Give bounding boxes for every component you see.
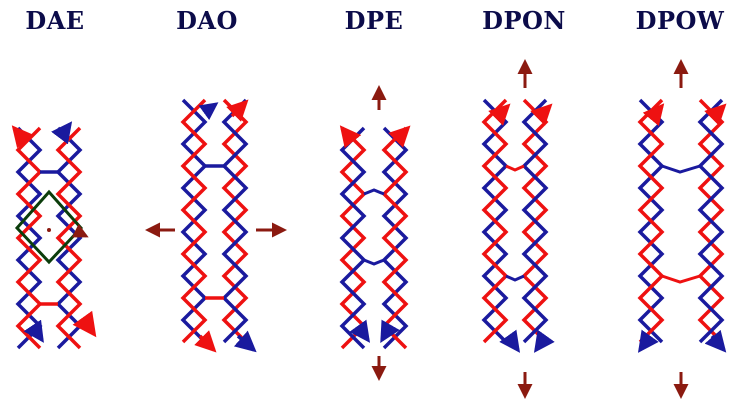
dao-arrow-bottom-mid (194, 330, 217, 353)
dao-arrow-top-right (226, 99, 249, 122)
dae-arrow-top-mid (51, 121, 73, 145)
dpow-arrow-bottom-right (704, 329, 727, 353)
panel-dpon (481, 59, 555, 399)
dpow-right-blue-strand (697, 98, 725, 344)
dpe-arrow-bottom-left (349, 319, 371, 343)
dpe-arrow-bottom-right (380, 319, 400, 344)
panel-label-dpe: DPE (344, 6, 404, 35)
dpe-crossover-bottom (363, 258, 385, 266)
panel-label-dpon: DPON (482, 6, 566, 35)
dao-left-red-strand (180, 98, 208, 344)
dae-left-red-strand (15, 126, 43, 350)
dae-right-blue-strand (55, 126, 83, 350)
panel-dpow (637, 59, 727, 399)
dae-right-red-strand (55, 126, 83, 350)
dpow-crossover-top (661, 164, 701, 174)
panel-label-dae: DAE (25, 6, 85, 35)
dae-diamond-arrow (71, 223, 89, 238)
dae-diamond (14, 189, 84, 265)
panel-label-dpow: DPOW (635, 6, 725, 35)
dpow-crossover-bottom (661, 274, 701, 284)
dao-arrow-top-left (198, 102, 219, 121)
panel-dae (11, 121, 97, 350)
dpe-crossover-top (363, 188, 385, 196)
dpow-arrow-top-right (704, 103, 727, 126)
dae-arrow-bottom-left (23, 319, 44, 343)
dao-right-blue-strand (221, 98, 249, 344)
dpon-arrow-top-left (488, 103, 511, 126)
dpon-arrow-bottom-right (533, 329, 555, 353)
dae-arrow-top-left (11, 125, 34, 149)
dpon-right-blue-strand (521, 98, 549, 344)
dpon-crossover-top (505, 164, 525, 172)
dpe-left-red-strand (339, 126, 367, 350)
dpe-arrow-top-right (388, 125, 411, 148)
dpon-crossover-bottom (505, 274, 525, 282)
dpow-left-red-strand (637, 98, 665, 344)
dpe-arrow-top-left (339, 125, 362, 149)
dpow-arrow-top-left (642, 103, 665, 127)
dpe-right-red-strand (381, 126, 409, 350)
dpe-right-blue-strand (381, 126, 409, 350)
dao-arrow-bottom-right (233, 330, 257, 353)
dpon-left-red-strand (481, 98, 509, 344)
dpon-arrow-bottom-left (499, 329, 521, 353)
dae-arrow-bottom-right (72, 310, 97, 338)
dae-left-blue-strand (15, 126, 43, 350)
dpe-left-blue-strand (339, 126, 367, 350)
dpon-arrow-top-right (530, 103, 553, 126)
dpow-arrow-bottom-left (637, 329, 659, 353)
panel-label-dao: DAO (176, 6, 238, 35)
panel-dao (145, 98, 287, 353)
dae-diamond-center-dot (47, 228, 51, 232)
panel-dpe (339, 85, 411, 381)
